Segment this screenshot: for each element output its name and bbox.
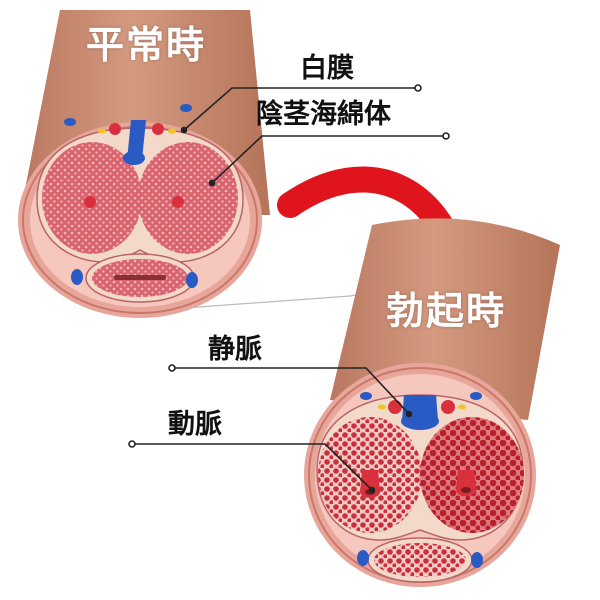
leader-line-vein [168, 364, 413, 418]
dorsal-vein-icon [127, 120, 146, 160]
artery-icon [172, 196, 184, 208]
label-corpus-cavernosum: 陰茎海綿体 [256, 99, 391, 130]
corpus-spongiosum [374, 543, 466, 577]
label-artery: 動脈 [168, 409, 222, 440]
label-vein: 静脈 [208, 334, 262, 365]
flaccid-cross-section [18, 104, 262, 318]
artery-icon [84, 196, 96, 208]
state-label-flaccid: 平常時 [86, 23, 207, 67]
erect-cross-section [304, 363, 536, 587]
leader-line-cavernosum [208, 132, 450, 187]
corpus-cavernosum-right [138, 142, 238, 254]
artery-icon [360, 470, 380, 492]
leader-line-tunica [180, 84, 422, 134]
leader-line-artery [128, 440, 376, 494]
label-tunica-albuginea: 白膜 [300, 53, 354, 84]
state-label-erect: 勃起時 [386, 289, 507, 333]
